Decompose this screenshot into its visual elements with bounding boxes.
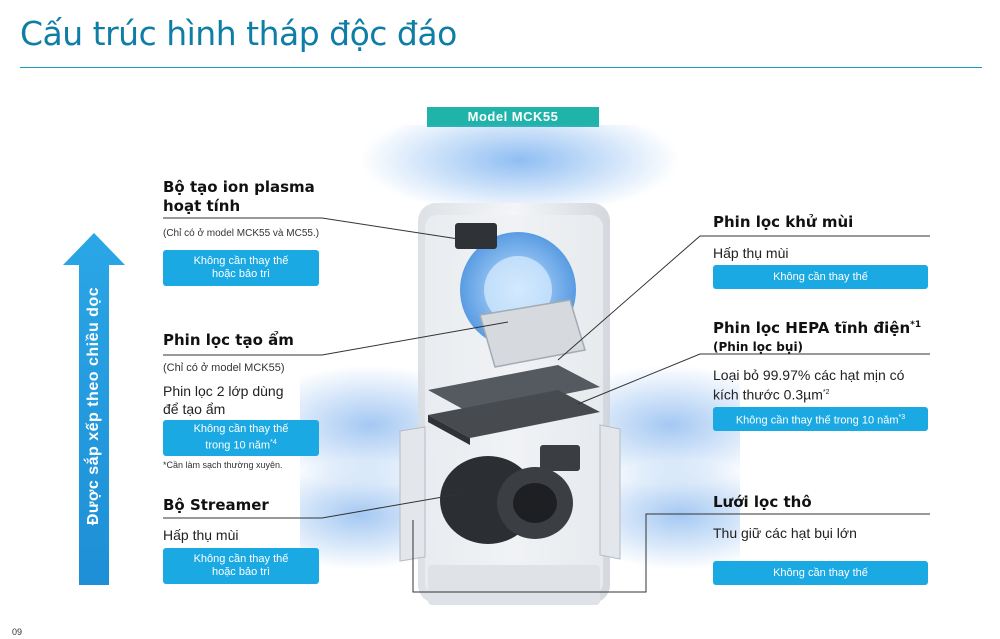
hepa-filter-badge-text: Không cần thay thế trong 10 năm bbox=[735, 414, 899, 427]
hepa-filter-subtitle: (Phin lọc bụi) bbox=[713, 340, 804, 354]
deodorize-filter-desc: Hấp thụ mùi bbox=[713, 245, 789, 261]
prefilter-badge: Không cần thay thế bbox=[713, 561, 928, 585]
humidify-filter-desc-line2: để tạo ẩm bbox=[163, 401, 226, 417]
vertical-arrangement-label: Được sắp xếp theo chiều dọc bbox=[85, 286, 102, 526]
hepa-filter-title-text: Phin lọc HEPA tĩnh điện bbox=[713, 319, 911, 337]
hepa-filter-desc: Loại bỏ 99.97% các hạt mịn có kích thước… bbox=[713, 366, 904, 404]
hepa-filter-title-footnote-mark: *1 bbox=[910, 320, 922, 330]
plasma-ion-title-line1: Bộ tạo ion plasma bbox=[163, 178, 315, 196]
streamer-badge-line2: hoặc bảo trì bbox=[211, 566, 271, 578]
model-badge: Model MCK55 bbox=[427, 107, 599, 127]
hepa-filter-badge-footnote-mark: *3 bbox=[898, 413, 906, 421]
humidify-filter-title: Phin lọc tạo ẩm bbox=[163, 331, 294, 349]
streamer-desc: Hấp thụ mùi bbox=[163, 527, 239, 543]
hepa-filter-desc-line1: Loại bỏ 99.97% các hạt mịn có bbox=[713, 367, 905, 383]
plasma-ion-title-line2: hoạt tính bbox=[163, 197, 241, 215]
title-divider bbox=[20, 67, 982, 68]
plasma-ion-badge-line1: Không cần thay thế bbox=[193, 255, 289, 267]
deodorize-filter-title: Phin lọc khử mùi bbox=[713, 213, 854, 231]
humidify-filter-badge-footnote-mark: *4 bbox=[270, 439, 277, 447]
humidify-filter-note: (Chỉ có ở model MCK55) bbox=[163, 362, 285, 374]
hepa-filter-title: Phin lọc HEPA tĩnh điện*1 (Phin lọc bụi) bbox=[713, 316, 921, 357]
prefilter-desc: Thu giữ các hạt bụi lớn bbox=[713, 525, 857, 541]
plasma-ion-title: Bộ tạo ion plasma hoạt tính bbox=[163, 178, 315, 216]
hepa-filter-desc-footnote-mark: *2 bbox=[822, 389, 830, 396]
deodorize-filter-badge: Không cần thay thế bbox=[713, 265, 928, 289]
humidify-filter-footnote: *Cần làm sạch thường xuyên. bbox=[163, 460, 283, 470]
humidify-filter-desc-line1: Phin lọc 2 lớp dùng bbox=[163, 383, 284, 399]
plasma-ion-badge: Không cần thay thế hoặc bảo trì bbox=[163, 250, 319, 286]
humidify-filter-badge: Không cần thay thế trong 10 năm*4 bbox=[163, 420, 319, 456]
plasma-ion-note: (Chỉ có ở model MCK55 và MC55.) bbox=[163, 228, 320, 239]
up-arrow-icon bbox=[63, 233, 125, 585]
streamer-badge: Không cần thay thế hoặc bảo trì bbox=[163, 548, 319, 584]
purifier-illustration bbox=[300, 125, 740, 605]
humidify-filter-badge-line2: trong 10 năm bbox=[205, 439, 271, 452]
humidify-filter-desc: Phin lọc 2 lớp dùng để tạo ẩm bbox=[163, 382, 283, 418]
humidify-filter-badge-line1: Không cần thay thế bbox=[193, 423, 289, 436]
page-number: 09 bbox=[12, 627, 23, 637]
hepa-filter-badge: Không cần thay thế trong 10 năm*3 bbox=[713, 407, 928, 431]
plasma-ion-badge-line2: hoặc bảo trì bbox=[211, 268, 271, 280]
page-title: Cấu trúc hình tháp độc đáo bbox=[20, 14, 457, 53]
streamer-badge-line1: Không cần thay thế bbox=[193, 553, 289, 565]
streamer-title: Bộ Streamer bbox=[163, 496, 269, 514]
hepa-filter-desc-line2: kích thước 0.3µm bbox=[713, 386, 823, 403]
prefilter-title: Lưới lọc thô bbox=[713, 493, 812, 511]
